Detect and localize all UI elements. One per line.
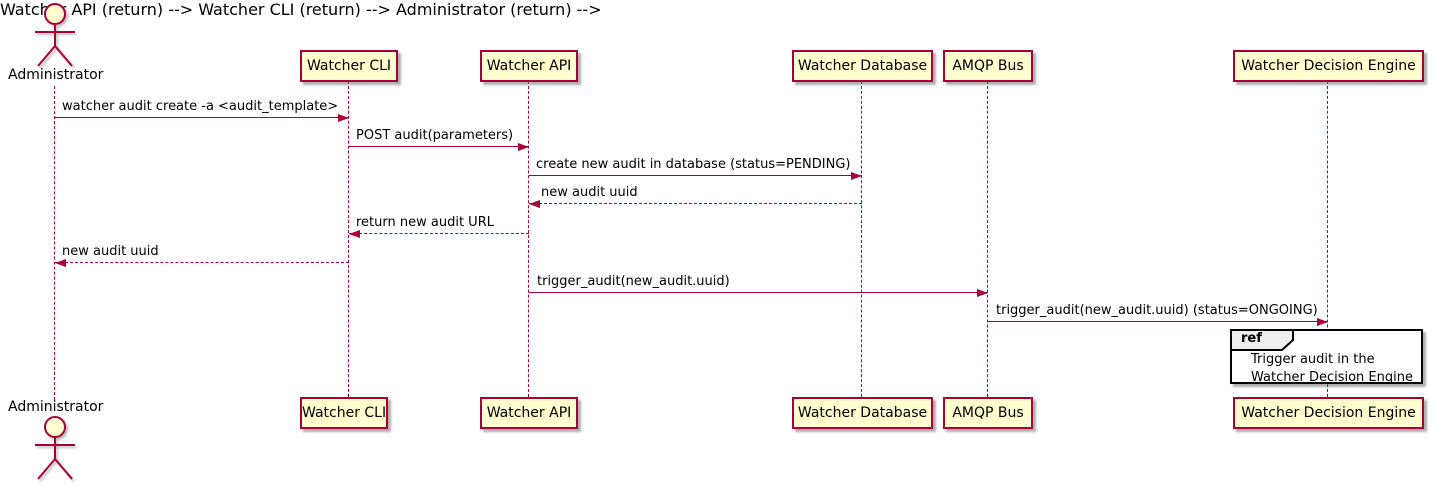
ref-line-1: Trigger audit in the [1251, 352, 1375, 367]
actor-label: Administrator [8, 399, 104, 415]
participant-watcher-api-bottom: Watcher API [480, 397, 578, 429]
lifeline-amqp-bus [987, 81, 988, 397]
actor-label: Administrator [8, 67, 104, 83]
message-label-post-audit: POST audit(parameters) [356, 128, 514, 143]
ref-content: Trigger audit in the Watcher Decision En… [1251, 351, 1413, 387]
ref-keyword: ref [1241, 331, 1262, 346]
arrowhead-left-icon [55, 259, 66, 267]
ref-tab-pentagon-icon [1230, 329, 1294, 351]
message-line [529, 175, 862, 176]
message-line-dashed [55, 262, 349, 263]
message-label-trigger-audit-ongoing: trigger_audit(new_audit.uuid) (status=ON… [996, 303, 1318, 318]
participant-watcher-database-bottom: Watcher Database [792, 397, 933, 429]
message-label-trigger-audit: trigger_audit(new_audit.uuid) [537, 274, 730, 289]
stick-figure-actor-icon [35, 416, 75, 480]
arrowhead-right-icon [851, 172, 862, 180]
arrowhead-right-icon [977, 289, 988, 297]
message-label-audit-create: watcher audit create -a <audit_template> [62, 99, 339, 114]
actor-administrator-bottom: Administrator [8, 399, 141, 485]
message-label-return-audit-url: return new audit URL [356, 215, 494, 230]
participant-watcher-api-top: Watcher API [480, 50, 578, 82]
lifeline-watcher-api [528, 81, 529, 397]
arrowhead-left-icon [349, 230, 360, 238]
message-line-dashed [349, 233, 529, 234]
message-line [349, 146, 529, 147]
arrowhead-right-icon [338, 114, 349, 122]
message-line [988, 321, 1328, 322]
lifeline-administrator [54, 86, 55, 400]
message-label-new-audit-uuid: new audit uuid [541, 185, 638, 200]
message-label-new-audit-uuid-admin: new audit uuid [62, 244, 159, 259]
participant-watcher-decision-engine-top: Watcher Decision Engine [1233, 50, 1424, 82]
message-line-dashed [529, 203, 862, 204]
message-label-create-audit-db: create new audit in database (status=PEN… [536, 157, 851, 172]
arrowhead-right-icon [518, 143, 529, 151]
participant-watcher-decision-engine-bottom: Watcher Decision Engine [1233, 397, 1424, 429]
participant-amqp-bus-top: AMQP Bus [943, 50, 1033, 82]
participant-watcher-cli-bottom: Watcher CLI [300, 397, 389, 429]
arrowhead-left-icon [529, 200, 540, 208]
message-line [529, 292, 988, 293]
lifeline-watcher-database [861, 81, 862, 397]
message-line [55, 117, 349, 118]
lifeline-watcher-cli [348, 81, 349, 397]
ref-line-2: Watcher Decision Engine [1251, 370, 1413, 385]
lifeline-watcher-decision-engine [1327, 81, 1328, 397]
participant-amqp-bus-bottom: AMQP Bus [943, 397, 1033, 429]
participant-watcher-cli-top: Watcher CLI [300, 50, 398, 82]
actor-administrator-top: Administrator [8, 3, 141, 85]
participant-watcher-database-top: Watcher Database [792, 50, 933, 82]
ref-fragment: ref Trigger audit in the Watcher Decisio… [1230, 329, 1423, 387]
arrowhead-right-icon [1317, 318, 1328, 326]
stick-figure-actor-icon [35, 3, 75, 67]
